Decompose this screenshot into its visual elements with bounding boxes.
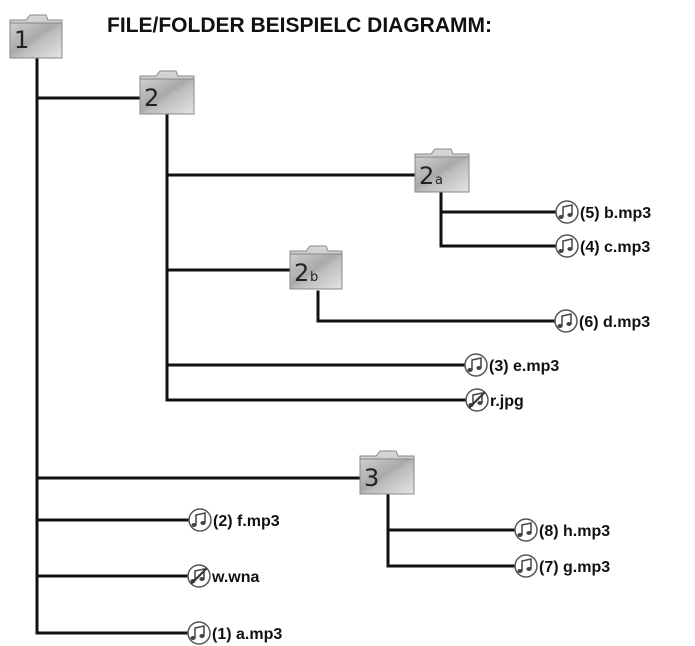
file-d: (6) d.mp3: [554, 309, 650, 333]
music-note-icon: [187, 621, 211, 645]
music-note-crossed-icon: [187, 564, 211, 588]
folder-3: 3: [359, 450, 415, 495]
file-r: r.jpg: [465, 388, 524, 412]
music-note-icon: [188, 508, 212, 532]
file-label: (7) g.mp3: [539, 559, 610, 576]
file-label: w.wna: [211, 569, 260, 586]
folder-2: 2: [139, 70, 195, 115]
file-g: (7) g.mp3: [514, 554, 610, 578]
folder-2b: 2 b: [289, 245, 343, 290]
file-a: (1) a.mp3: [187, 621, 282, 645]
music-note-icon: [514, 554, 538, 578]
folder-label: 2: [144, 84, 159, 112]
file-label: (1) a.mp3: [212, 626, 282, 643]
folder-label: 2: [419, 162, 434, 190]
folder-2a: 2 a: [414, 148, 470, 193]
file-f: (2) f.mp3: [188, 508, 280, 532]
music-note-icon: [514, 518, 538, 542]
file-w: w.wna: [187, 564, 260, 588]
folder-icon: [359, 450, 415, 495]
folder-label: 1: [14, 26, 29, 54]
folder-sublabel: a: [435, 173, 443, 188]
file-label: (4) c.mp3: [580, 239, 650, 256]
folder-label: 3: [364, 464, 379, 492]
file-c: (4) c.mp3: [555, 234, 650, 258]
folder-icon: [289, 245, 343, 290]
file-label: (6) d.mp3: [579, 314, 650, 331]
music-note-icon: [554, 309, 578, 333]
folder-sublabel: b: [310, 270, 318, 285]
diagram-title: FILE/FOLDER BEISPIELC DIAGRAMM:: [107, 14, 492, 37]
folder-icon: [414, 148, 470, 193]
file-b: (5) b.mp3: [555, 200, 651, 224]
tree-lines: [35, 56, 558, 635]
folder-label: 2: [294, 259, 309, 287]
music-note-icon: [464, 353, 488, 377]
file-label: r.jpg: [490, 393, 524, 410]
file-e: (3) e.mp3: [464, 353, 559, 377]
folder-icon: [9, 14, 63, 59]
file-label: (5) b.mp3: [580, 205, 651, 222]
file-label: (3) e.mp3: [489, 358, 559, 375]
file-h: (8) h.mp3: [514, 518, 610, 542]
music-note-icon: [555, 200, 579, 224]
file-label: (2) f.mp3: [213, 513, 280, 530]
music-note-crossed-icon: [465, 388, 489, 412]
file-label: (8) h.mp3: [539, 523, 610, 540]
folder-icon: [139, 70, 195, 115]
folder-1: 1: [9, 14, 63, 59]
music-note-icon: [555, 234, 579, 258]
